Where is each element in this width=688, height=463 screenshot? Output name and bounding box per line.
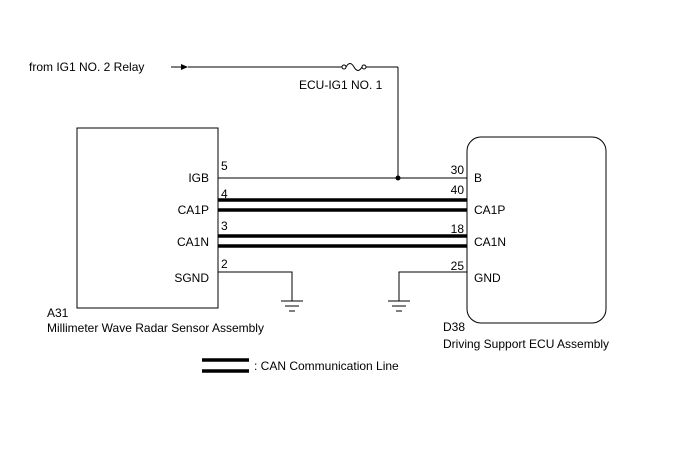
left-component-box xyxy=(76,127,219,309)
right-component-box xyxy=(466,136,607,324)
right-pin-name-ca1p: CA1P xyxy=(474,203,505,217)
arrow-right-icon xyxy=(171,64,188,70)
fuse-icon xyxy=(341,63,367,71)
wire-gnd xyxy=(398,271,467,301)
left-pin-name-ca1n: CA1N xyxy=(177,235,209,249)
ground-icon xyxy=(281,300,303,312)
right-pin-number-18: 18 xyxy=(451,222,465,236)
can-line-ca1p xyxy=(218,198,467,212)
left-pin-number-4: 4 xyxy=(221,187,228,201)
wire-sgnd xyxy=(218,271,293,301)
ground-icon xyxy=(388,300,410,312)
right-component-code: D38 xyxy=(443,320,465,334)
right-pin-name-b: B xyxy=(474,171,482,185)
right-pin-number-30: 30 xyxy=(451,163,465,177)
left-pin-name-ca1p: CA1P xyxy=(178,203,209,217)
source-label: from IG1 NO. 2 Relay xyxy=(29,60,144,74)
right-pin-name-ca1n: CA1N xyxy=(474,235,506,249)
right-pin-number-40: 40 xyxy=(451,183,465,197)
junction-dot xyxy=(395,175,401,181)
right-pin-name-gnd: GND xyxy=(474,271,501,285)
left-pin-number-3: 3 xyxy=(221,219,228,233)
can-line-ca1n xyxy=(218,234,467,248)
left-pin-name-sgnd: SGND xyxy=(174,271,209,285)
legend-label: : CAN Communication Line xyxy=(254,359,399,373)
left-pin-number-5: 5 xyxy=(221,159,228,173)
left-component-code: A31 xyxy=(47,306,69,320)
right-pin-number-25: 25 xyxy=(451,259,465,273)
fuse-label: ECU-IG1 NO. 1 xyxy=(299,78,383,92)
right-component-name: Driving Support ECU Assembly xyxy=(443,337,609,351)
left-pin-number-2: 2 xyxy=(221,257,228,271)
can-line-legend-symbol xyxy=(202,358,249,373)
left-pin-name-igb: IGB xyxy=(188,171,209,185)
left-component-name: Millimeter Wave Radar Sensor Assembly xyxy=(47,321,264,335)
supply-wire xyxy=(188,66,399,178)
